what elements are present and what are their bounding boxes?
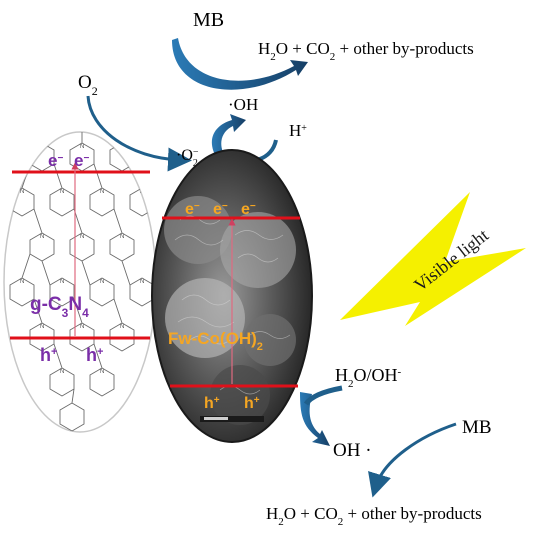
svg-text:N: N xyxy=(120,324,124,330)
water-to-hole-arrow xyxy=(303,385,343,406)
svg-text:N: N xyxy=(60,279,64,285)
svg-text:N: N xyxy=(140,279,144,285)
svg-text:N: N xyxy=(100,279,104,285)
hole-oxidation-arrow xyxy=(300,392,330,446)
bottom-products-formula: H2O + CO2 + other by-products xyxy=(266,504,482,528)
top-mb-label: MB xyxy=(193,9,224,31)
svg-text:N: N xyxy=(40,324,44,330)
oh-radical-top: ·OH xyxy=(228,95,258,114)
cobalt-name-label: Fw-Co(OH)2 xyxy=(168,329,263,353)
svg-text:N: N xyxy=(100,189,104,195)
bottom-mb-label: MB xyxy=(462,417,492,438)
svg-text:N: N xyxy=(40,144,44,150)
gc3n4-electron-2: e− xyxy=(74,151,89,170)
svg-text:N: N xyxy=(120,234,124,240)
cobalt-electron-1: e− xyxy=(185,201,200,219)
cobalt-electron-3: e− xyxy=(241,201,256,219)
gc3n4-name-label: g-C3N4 xyxy=(30,294,89,320)
h-plus-label: H+ xyxy=(289,121,307,140)
o2-reduction-arrow xyxy=(86,95,192,172)
gc3n4-hole-2: h+ xyxy=(86,345,103,365)
cobalt-holes: h+ h+ xyxy=(204,395,260,413)
svg-text:N: N xyxy=(20,279,24,285)
visible-light-bolt xyxy=(340,192,526,326)
sem-flower-texture xyxy=(164,196,296,425)
svg-text:N: N xyxy=(40,234,44,240)
cobalt-hole-2: h+ xyxy=(244,395,260,413)
h2o-oh-label: H2O/OH- xyxy=(335,365,402,390)
svg-text:N: N xyxy=(80,144,84,150)
superoxide-label: ·O2− xyxy=(176,147,199,169)
svg-text:N: N xyxy=(60,369,64,375)
o2-label: O2 xyxy=(78,72,98,98)
svg-text:N: N xyxy=(80,234,84,240)
mb-degradation-arrow xyxy=(368,422,457,498)
svg-text:N: N xyxy=(100,369,104,375)
svg-text:N: N xyxy=(80,324,84,330)
top-products-formula: H2O + CO2 + other by-products xyxy=(258,39,474,63)
mb-oxidation-arrow xyxy=(172,38,308,90)
svg-text:N: N xyxy=(20,189,24,195)
cobalt-electrons: e− e− e− xyxy=(185,201,256,219)
svg-text:N: N xyxy=(60,189,64,195)
cobalt-hole-1: h+ xyxy=(204,395,220,413)
sem-scale-bar xyxy=(200,416,264,422)
oh-radical-bottom: OH · xyxy=(333,440,372,461)
gc3n4-electron-1: e− xyxy=(48,151,63,170)
superoxide-to-oh-arrow xyxy=(211,114,246,160)
cobalt-electron-2: e− xyxy=(213,201,228,219)
gc3n4-hole-1: h+ xyxy=(40,345,57,365)
